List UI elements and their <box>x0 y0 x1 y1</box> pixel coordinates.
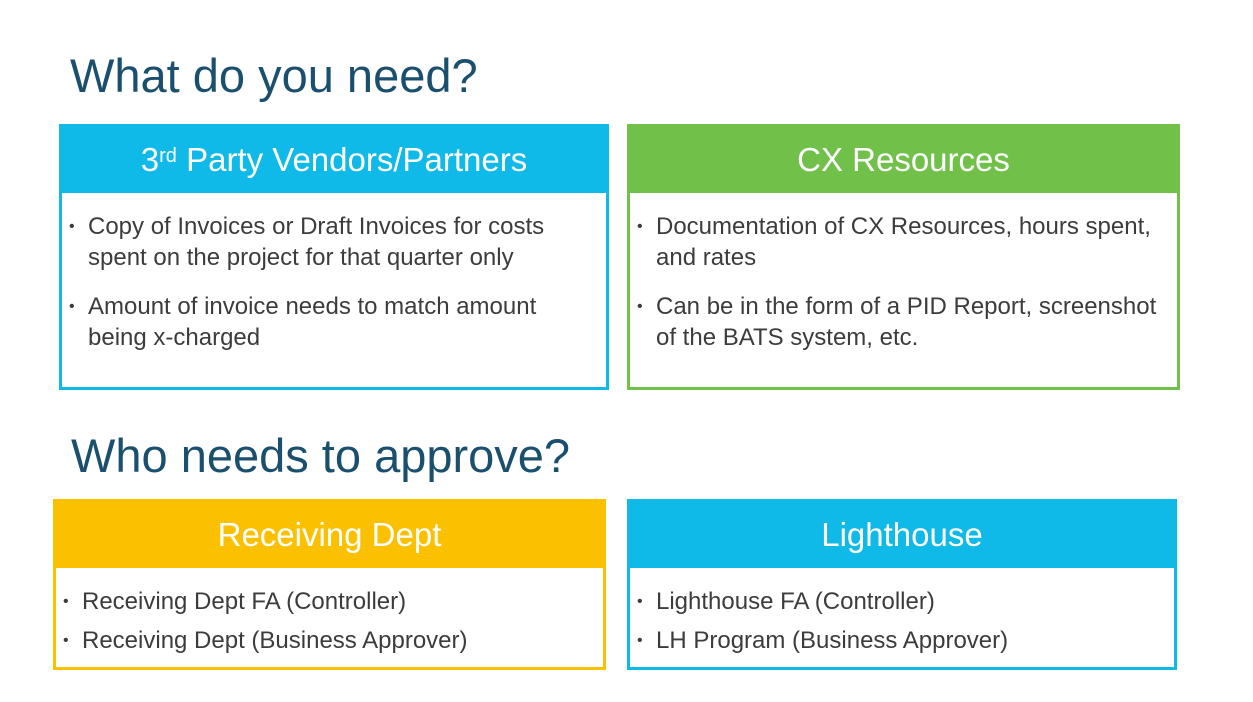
list-item: LH Program (Business Approver) <box>637 625 1166 656</box>
list-item: Can be in the form of a PID Report, scre… <box>637 291 1169 353</box>
cx-list: Documentation of CX Resources, hours spe… <box>630 193 1177 353</box>
cx-resources-card: CX Resources Documentation of CX Resourc… <box>627 124 1180 390</box>
list-item: Amount of invoice needs to match amount … <box>69 291 598 353</box>
receiving-dept-title: Receiving Dept <box>217 516 442 553</box>
receiving-dept-card: Receiving Dept Receiving Dept FA (Contro… <box>53 499 606 670</box>
vendors-list: Copy of Invoices or Draft Invoices for c… <box>62 193 606 353</box>
list-item: Documentation of CX Resources, hours spe… <box>637 211 1169 273</box>
list-item: Lighthouse FA (Controller) <box>637 586 1166 617</box>
vendors-partners-card: 3rd Party Vendors/Partners Copy of Invoi… <box>59 124 609 390</box>
list-item: Copy of Invoices or Draft Invoices for c… <box>69 211 598 273</box>
list-item: Receiving Dept FA (Controller) <box>63 586 595 617</box>
receiving-list: Receiving Dept FA (Controller) Receiving… <box>56 568 603 656</box>
lighthouse-list: Lighthouse FA (Controller) LH Program (B… <box>630 568 1174 656</box>
lighthouse-title: Lighthouse <box>821 516 983 553</box>
cx-resources-header: CX Resources <box>630 127 1177 193</box>
lighthouse-header: Lighthouse <box>630 502 1174 568</box>
lighthouse-card: Lighthouse Lighthouse FA (Controller) LH… <box>627 499 1177 670</box>
need-heading: What do you need? <box>70 49 478 102</box>
cx-resources-title: CX Resources <box>797 141 1010 178</box>
vendors-title-rest: Party Vendors/Partners <box>176 141 528 178</box>
approve-heading: Who needs to approve? <box>71 429 571 482</box>
vendors-title-sup: rd <box>159 144 177 167</box>
receiving-dept-header: Receiving Dept <box>56 502 603 568</box>
vendors-title-prefix: 3 <box>140 141 160 178</box>
list-item: Receiving Dept (Business Approver) <box>63 625 595 656</box>
